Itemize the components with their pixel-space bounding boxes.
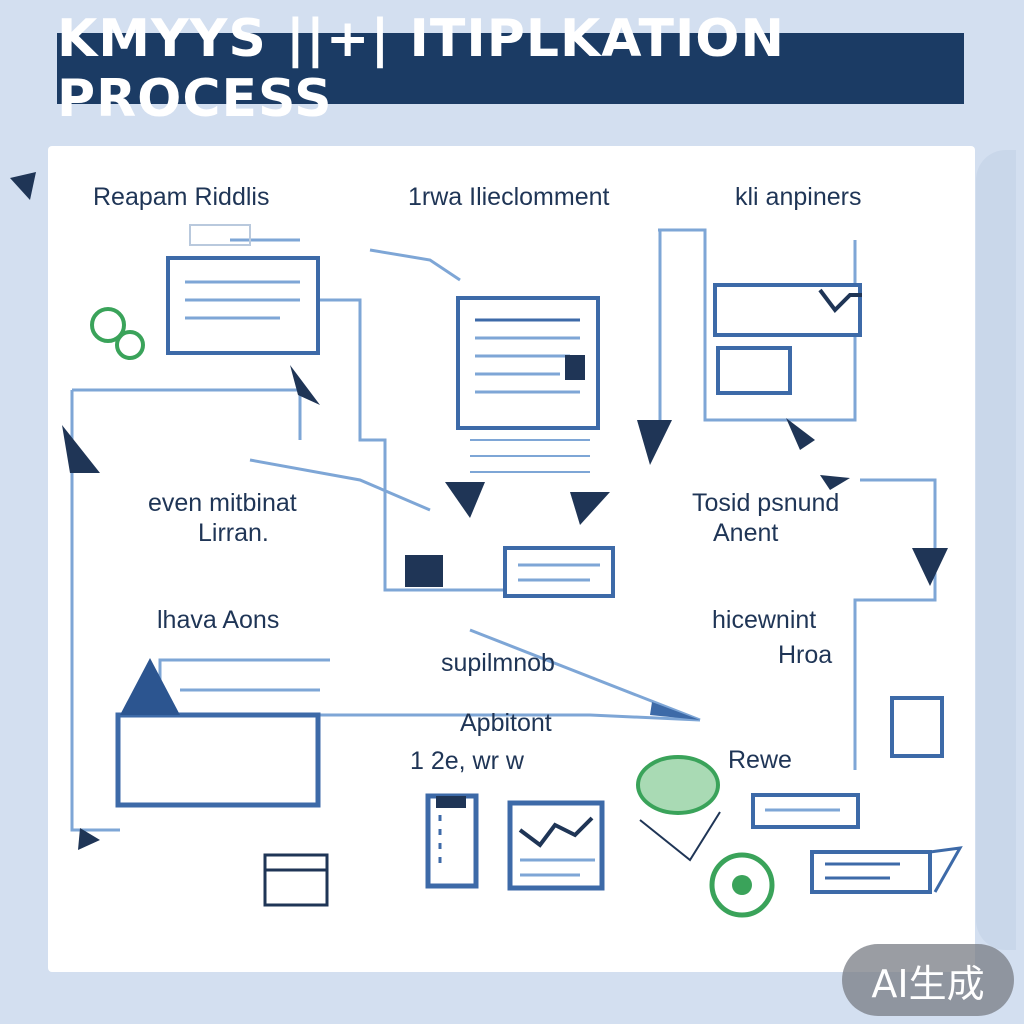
green-cluster-icon-bottom [636,755,775,918]
label-center-3: 1 2e, wr w [410,747,524,775]
label-top-center: 1rwa Ilieclomment [408,183,610,211]
label-top-right: kli anpiners [735,183,862,211]
label-lower-right-1: hicewnint [712,606,817,634]
label-center-2: Apbitont [460,709,552,737]
label-mid-left-1: even mitbinat [148,489,297,517]
arrowhead [445,482,485,518]
label-top-left: Reapam Riddlis [93,183,270,211]
arrowhead [820,475,850,490]
file-icon [425,793,479,889]
center-card-icon [405,546,615,598]
label-lower-right-2: Hroa [778,641,833,669]
top-left-document-icon [166,224,320,355]
connector-line [70,390,120,832]
side-decoration [976,150,1016,950]
arrowhead [786,418,815,450]
connector-line [72,388,302,440]
arrowhead [650,702,700,720]
label-lower-left: lhava Aons [157,606,280,634]
arrowhead [912,548,948,586]
arrowhead [570,492,610,525]
green-cluster-icon-top [90,307,145,360]
envelope-icon [115,658,321,808]
right-small-box-icon [890,696,944,758]
top-right-folder-icon [658,228,862,422]
ai-generated-watermark: AI生成 [842,944,1014,1016]
label-center-1: supilmnob [441,649,555,677]
connector-line [249,458,431,512]
chart-monitor-icon [507,800,605,891]
right-form-icon [751,793,963,894]
label-bottom-right: Rewe [728,746,792,774]
connector-line [320,713,701,722]
center-document-icon [456,296,600,473]
label-mid-left-2: Lirran. [198,519,269,547]
arrowhead [290,365,320,405]
diagram-title: KMYYS ||+| ITIPLKATION PROCESS [57,8,786,129]
arrowhead [78,828,100,850]
connector-line [469,628,701,722]
label-mid-right-1: Tosid psnund [692,489,840,517]
label-mid-right-2: Anent [713,519,779,547]
connector-line [369,248,461,282]
arrowhead [637,420,672,465]
arrowhead [10,172,36,200]
title-banner: KMYYS ||+| ITIPLKATION PROCESS [57,9,964,129]
connector-line [853,478,937,770]
archive-box-icon [263,853,329,907]
connector-line [320,298,600,592]
arrowhead [62,425,100,473]
